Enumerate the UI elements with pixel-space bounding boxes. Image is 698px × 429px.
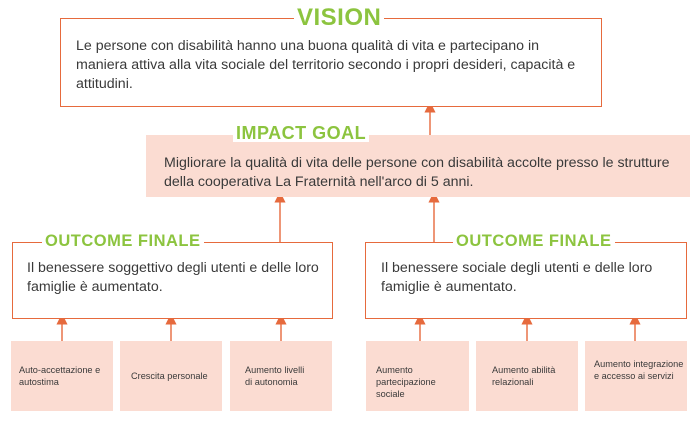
outcome-left-text: Il benessere soggettivo degli utenti e d… (27, 260, 319, 295)
outcome-right-text: Il benessere sociale degli utenti e dell… (381, 260, 653, 295)
outcome-right-title: OUTCOME FINALE (453, 233, 615, 250)
output-box-right-1 (366, 341, 469, 411)
outcome-left-box (12, 242, 333, 319)
impact-goal-box (146, 135, 690, 197)
output-box-left-2 (120, 341, 222, 411)
output-box-left-1 (11, 341, 113, 411)
impact-goal-title: IMPACT GOAL (233, 124, 370, 142)
output-text-right-2: Aumento abilità relazionali (492, 365, 556, 387)
output-text-right-3: Aumento integrazione e accesso ai serviz… (594, 359, 684, 381)
outcome-right-box (365, 242, 687, 319)
output-text-left-2: Crescita personale (131, 371, 208, 381)
vision-box (60, 18, 602, 107)
output-box-right-3 (585, 341, 687, 411)
output-text-right-1: Aumento partecipazione sociale (376, 365, 436, 399)
vision-title: VISION (294, 6, 385, 30)
vision-text: Le persone con disabilità hanno una buon… (76, 38, 576, 92)
output-text-left-3: Aumento livelli di autonomia (245, 365, 305, 387)
outcome-left-title: OUTCOME FINALE (42, 233, 204, 250)
output-text-left-1: Auto-accettazione e autostima (19, 365, 101, 387)
output-box-right-2 (476, 341, 578, 411)
impact-goal-text: Migliorare la qualità di vita delle pers… (164, 155, 670, 190)
output-box-left-3 (230, 341, 332, 411)
